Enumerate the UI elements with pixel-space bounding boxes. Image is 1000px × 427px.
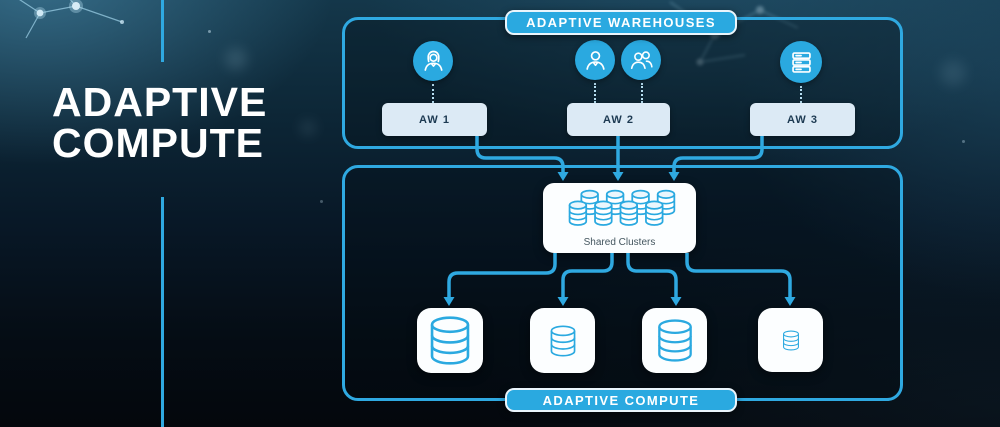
- page-title: ADAPTIVE COMPUTE: [52, 82, 267, 164]
- warehouses-banner: ADAPTIVE WAREHOUSES: [505, 10, 737, 35]
- page-title-line1: ADAPTIVE: [52, 79, 268, 125]
- aw-node-2: AW 2: [567, 103, 670, 136]
- database-icon-small: [550, 324, 575, 357]
- user-group-icon: [630, 50, 653, 69]
- aw-node-2-label: AW 2: [603, 113, 634, 126]
- user-circle-aw2-a: [575, 40, 615, 80]
- shared-clusters-label: Shared Clusters: [583, 237, 656, 248]
- dotted-connector-aw1: [432, 84, 434, 103]
- bokeh-glow: [940, 60, 966, 86]
- page-title-line2: COMPUTE: [52, 120, 264, 166]
- aw-node-3-label: AW 3: [787, 113, 818, 126]
- compute-node-4: [758, 308, 823, 372]
- aw-node-1: AW 1: [382, 103, 487, 136]
- bokeh-glow: [225, 48, 247, 70]
- star-speck: [208, 30, 211, 33]
- user-circle-aw3: [780, 41, 822, 83]
- user-circle-aw2-b: [621, 40, 661, 80]
- database-cluster-icon: [568, 189, 675, 226]
- server-icon: [791, 51, 811, 73]
- database-icon-large: [430, 316, 470, 365]
- title-divider-line-bottom: [161, 197, 164, 427]
- shared-clusters-card: Shared Clusters: [543, 183, 696, 253]
- star-speck: [962, 140, 965, 143]
- compute-node-3: [642, 308, 707, 373]
- compute-banner: ADAPTIVE COMPUTE: [505, 388, 737, 412]
- database-icon-medium: [657, 319, 692, 362]
- user-female-icon: [423, 50, 443, 71]
- dotted-connector-aw3: [800, 86, 802, 103]
- aw-node-3: AW 3: [750, 103, 855, 136]
- bokeh-glow: [300, 120, 316, 136]
- database-icon-tiny: [782, 330, 799, 350]
- aw-node-1-label: AW 1: [419, 113, 450, 126]
- compute-node-1: [417, 308, 483, 373]
- network-constellation-topleft: [19, 0, 124, 39]
- dotted-connector-aw2-a: [594, 83, 596, 103]
- title-divider-line-top: [161, 0, 164, 62]
- dotted-connector-aw2-b: [641, 83, 643, 103]
- compute-node-2: [530, 308, 595, 373]
- star-speck: [320, 200, 323, 203]
- user-circle-aw1: [413, 41, 453, 81]
- user-male-icon: [585, 50, 605, 70]
- warehouses-banner-label: ADAPTIVE WAREHOUSES: [526, 15, 716, 30]
- compute-banner-label: ADAPTIVE COMPUTE: [542, 392, 700, 408]
